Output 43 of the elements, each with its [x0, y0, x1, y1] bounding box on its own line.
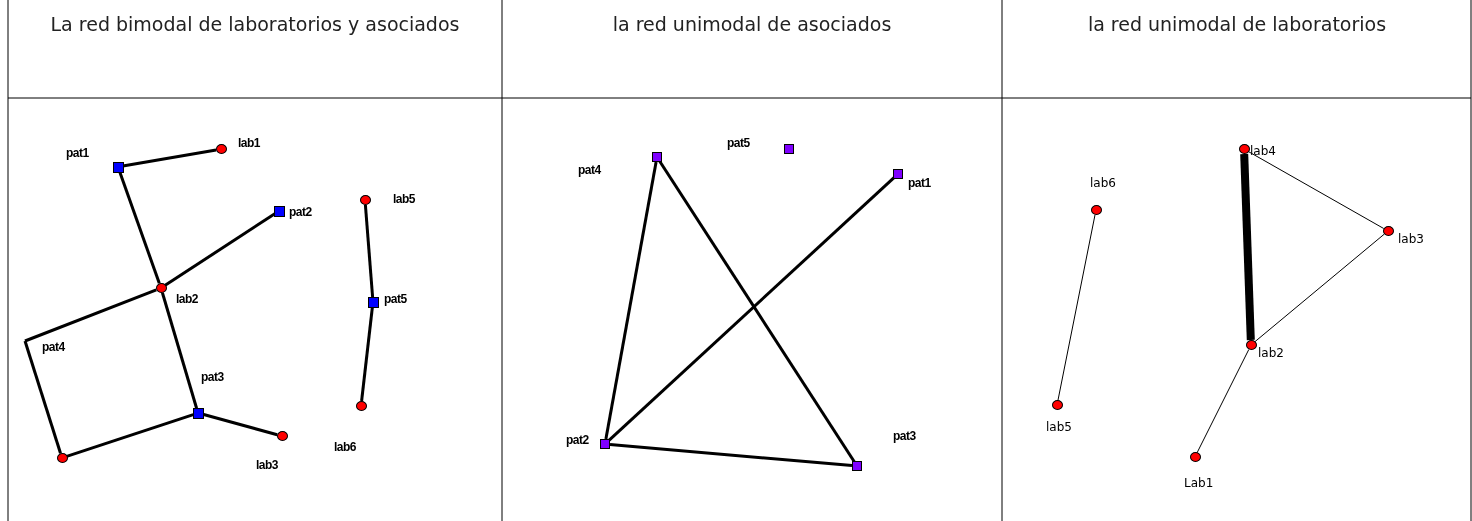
vertex-label: lab3 — [1398, 232, 1424, 246]
network-edge — [604, 161, 658, 440]
network-edge — [122, 148, 217, 168]
vertex-label: lab5 — [393, 192, 415, 206]
network-edge — [118, 171, 161, 284]
vertex-label: pat1 — [66, 146, 89, 160]
vertex-label: pat2 — [566, 433, 589, 447]
vertex-label: Lab1 — [1184, 476, 1214, 490]
vertex-label: lab4 — [1250, 144, 1276, 158]
network-edge — [164, 212, 276, 287]
network-edge — [23, 340, 62, 454]
network-edge — [66, 413, 194, 458]
vertex-label: pat5 — [384, 292, 407, 306]
network-edge — [1196, 349, 1250, 453]
network-edge — [202, 412, 278, 437]
vertex-label: pat1 — [908, 176, 931, 190]
vertex-label: lab2 — [176, 292, 198, 306]
vertex-label: lab6 — [1090, 176, 1116, 190]
vertex-label: pat3 — [893, 429, 916, 443]
network-edge — [609, 442, 853, 468]
network-edge — [607, 176, 896, 442]
network-edge — [360, 306, 374, 402]
vertex-label: pat3 — [201, 370, 224, 384]
network-edge — [658, 160, 856, 463]
column-header: La red bimodal de laboratorios y asociados — [49, 12, 461, 36]
network-edge — [1240, 153, 1255, 341]
vertex-label: pat4 — [578, 163, 601, 177]
column-header: la red unimodal de laboratorios — [1086, 12, 1388, 36]
network-edge — [363, 204, 375, 298]
vertex-label: lab3 — [256, 458, 278, 472]
column-header: la red unimodal de asociados — [611, 12, 893, 36]
network-edge — [160, 292, 199, 409]
vertex-label: lab2 — [1258, 346, 1284, 360]
network-edge — [1254, 233, 1385, 343]
vertex-label: pat2 — [289, 205, 312, 219]
vertex-label: lab6 — [334, 440, 356, 454]
vertex-label: lab1 — [238, 136, 260, 150]
vertex-label: pat5 — [727, 136, 750, 150]
network-edge — [1057, 214, 1096, 401]
network-edge — [1247, 151, 1385, 229]
vertex-label: pat4 — [42, 340, 65, 354]
network-edge — [24, 288, 157, 343]
vertex-label: lab5 — [1046, 420, 1072, 434]
